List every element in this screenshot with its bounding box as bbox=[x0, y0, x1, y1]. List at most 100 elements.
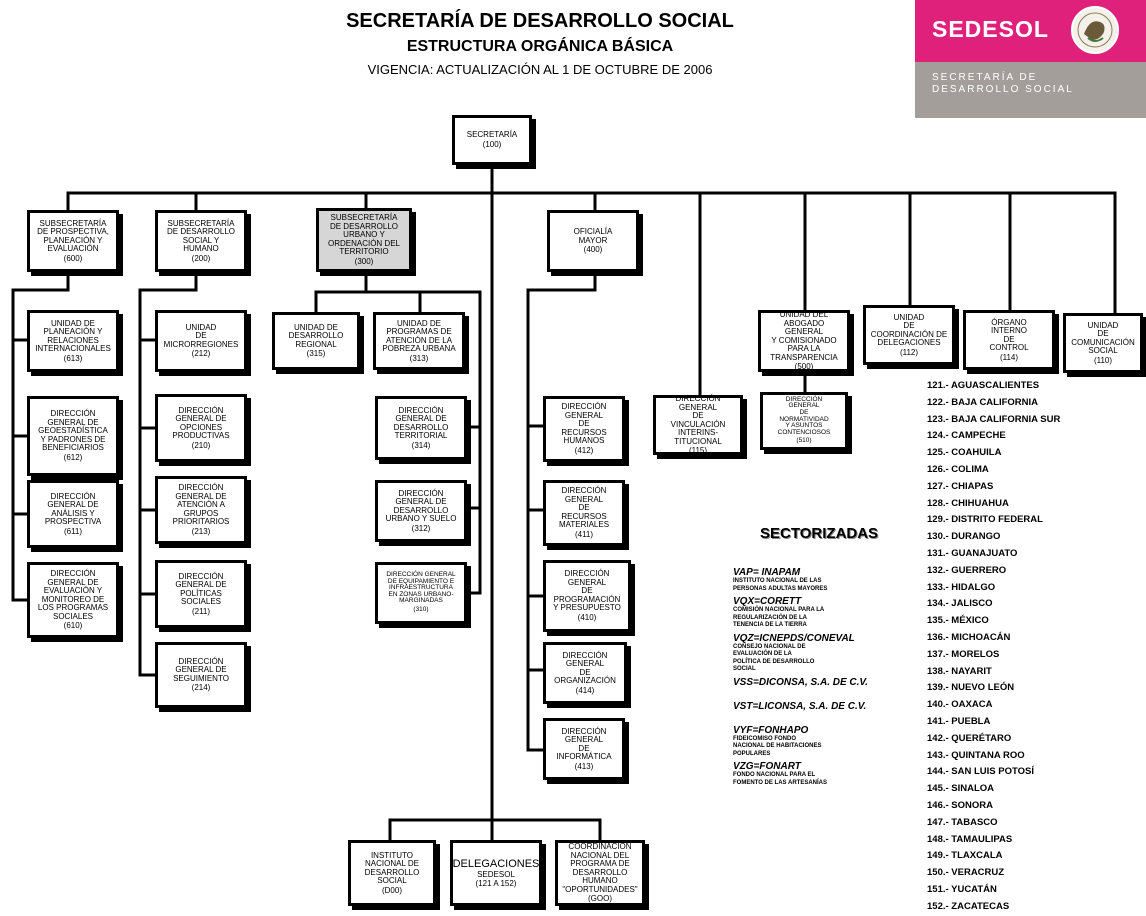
sectorizada-desc: FIDEICOMISO FONDO NACIONAL DE HABITACION… bbox=[733, 735, 822, 757]
org-box-410: DIRECCIÓN GENERAL DE PROGRAMACIÓN Y PRES… bbox=[543, 560, 631, 632]
org-box-510: DIRECCIÓN GENERAL DE NORMATIVIDAD Y ASUN… bbox=[760, 392, 848, 450]
org-box-label: DIRECCIÓN GENERAL DE GEOESTADÍSTICA Y PA… bbox=[38, 409, 108, 453]
sectorizada-desc: FONDO NACIONAL PARA EL FOMENTO DE LAS AR… bbox=[733, 772, 828, 786]
org-box-114: ÓRGANO INTERNO DE CONTROL (114) bbox=[963, 310, 1055, 370]
page-subtitle: ESTRUCTURA ORGÁNICA BÁSICA bbox=[406, 38, 674, 55]
sectorizada-abbr: VYF=FONHAPO bbox=[733, 724, 809, 736]
page-title: SECRETARÍA DE DESARROLLO SOCIAL bbox=[346, 10, 734, 32]
org-box-313: UNIDAD DE PROGRAMAS DE ATENCIÓN DE LA PO… bbox=[373, 312, 465, 370]
org-box-label: OFICIALÍA MAYOR bbox=[573, 227, 613, 245]
org-box-code: (313) bbox=[409, 353, 429, 363]
sectorizada-desc: CONSEJO NACIONAL DE EVALUACIÓN DE LA POL… bbox=[733, 643, 815, 673]
org-box-label: DIRECCIÓN GENERAL DE ANÁLISIS Y PROSPECT… bbox=[44, 491, 102, 526]
state-item: 127.- CHIAPAS bbox=[927, 480, 994, 492]
org-box-code: (613) bbox=[63, 353, 83, 363]
org-box-412: DIRECCIÓN GENERAL DE RECURSOS HUMANOS (4… bbox=[543, 396, 625, 462]
org-box-code: (600) bbox=[63, 253, 83, 263]
org-box-213: DIRECCIÓN GENERAL DE ATENCIÓN A GRUPOS P… bbox=[155, 476, 247, 544]
org-box-400: OFICIALÍA MAYOR (400) bbox=[547, 210, 639, 272]
org-box-code: (D00) bbox=[381, 885, 402, 895]
state-item: 124.- CAMPECHE bbox=[927, 430, 1006, 442]
org-box-label: UNIDAD DE DESARROLLO REGIONAL bbox=[288, 322, 344, 349]
state-item: 128.- CHIHUAHUA bbox=[927, 497, 1009, 509]
logo-brand-text: SEDESOL bbox=[932, 16, 1049, 42]
sectorizada-abbr: VSS=DICONSA, S.A. DE C.V. bbox=[733, 676, 868, 688]
org-box-label: DIRECCIÓN GENERAL DE RECURSOS MATERIALES bbox=[558, 486, 610, 530]
org-box-label: DIRECCIÓN GENERAL DE ATENCIÓN A GRUPOS P… bbox=[172, 483, 230, 527]
org-box-label: DIRECCIÓN GENERAL DE NORMATIVIDAD Y ASUN… bbox=[777, 395, 831, 436]
sectorizada-abbr: VQZ=ICNEPDS/CONEVAL bbox=[733, 632, 855, 644]
state-item: 132.- GUERRERO bbox=[927, 564, 1007, 576]
org-box-code: (410) bbox=[577, 612, 597, 622]
org-box-code: (310) bbox=[413, 605, 429, 613]
state-item: 148.- TAMAULIPAS bbox=[927, 833, 1013, 845]
sectorizada-abbr: VST=LICONSA, S.A. DE C.V. bbox=[733, 700, 867, 712]
state-item: 130.- DURANGO bbox=[927, 531, 1001, 543]
mexican-coat-of-arms-icon bbox=[1071, 6, 1119, 54]
org-box-210: DIRECCIÓN GENERAL DE OPCIONES PRODUCTIVA… bbox=[155, 394, 247, 462]
org-box-214: DIRECCIÓN GENERAL DE SEGUIMIENTO (214) bbox=[155, 642, 247, 708]
org-box-300: SUBSECRETARÍA DE DESARROLLO URBANO Y ORD… bbox=[316, 208, 412, 272]
state-item: 134.- JALISCO bbox=[927, 598, 993, 610]
org-box-label: SUBSECRETARÍA DE DESARROLLO URBANO Y ORD… bbox=[327, 213, 400, 257]
state-item: 140.- OAXACA bbox=[927, 699, 993, 711]
org-box-code: (314) bbox=[411, 440, 431, 450]
org-box-delegaciones: DELEGACIONES SEDESOL (121 A 152) bbox=[450, 840, 542, 906]
org-box-code: (315) bbox=[306, 349, 326, 359]
org-box-code: (115) bbox=[688, 446, 708, 455]
org-box-label: DIRECCIÓN GENERAL DE RECURSOS HUMANOS bbox=[561, 402, 607, 446]
validity-note: VIGENCIA: ACTUALIZACIÓN AL 1 DE OCTUBRE … bbox=[367, 62, 713, 77]
state-item: 152.- ZACATECAS bbox=[927, 900, 1010, 912]
state-item: 141.- PUEBLA bbox=[927, 715, 991, 727]
org-box-411: DIRECCIÓN GENERAL DE RECURSOS MATERIALES… bbox=[543, 480, 625, 546]
org-box-212: UNIDAD DE MICRORREGIONES (212) bbox=[155, 310, 247, 372]
org-box-label: UNIDAD DEL ABOGADO GENERAL Y COMISIONADO… bbox=[770, 310, 838, 362]
state-item: 142.- QUERÉTARO bbox=[927, 732, 1012, 744]
org-box-label: DIRECCIÓN GENERAL DE SEGUIMIENTO bbox=[173, 656, 229, 683]
org-box-label: SUBSECRETARÍA DE PROSPECTIVA, PLANEACIÓN… bbox=[37, 218, 109, 253]
sectorizada-item: VST=LICONSA, S.A. DE C.V. bbox=[733, 701, 913, 712]
state-item: 139.- NUEVO LEÓN bbox=[927, 682, 1015, 694]
org-box-211: DIRECCIÓN GENERAL DE POLÍTICAS SOCIALES … bbox=[155, 560, 247, 628]
org-box-g00: COORDINACIÓN NACIONAL DEL PROGRAMA DE DE… bbox=[555, 840, 645, 906]
org-box-code: SEDESOL (121 A 152) bbox=[475, 869, 517, 888]
org-box-label: DELEGACIONES bbox=[452, 857, 540, 870]
org-box-110: UNIDAD DE COMUNICACIÓN SOCIAL (110) bbox=[1063, 313, 1143, 373]
org-box-label: UNIDAD DE COORDINACIÓN DE DELEGACIONES bbox=[870, 312, 948, 347]
org-box-code: (612) bbox=[63, 452, 83, 462]
org-box-label: DIRECCIÓN GENERAL DE POLÍTICAS SOCIALES bbox=[175, 571, 227, 606]
sectorizadas-list: VAP= INAPAM INSTITUTO NACIONAL DE LAS PE… bbox=[733, 567, 913, 790]
org-box-code: (312) bbox=[411, 523, 431, 533]
org-box-label: UNIDAD DE MICRORREGIONES bbox=[163, 322, 239, 349]
org-box-612: DIRECCIÓN GENERAL DE GEOESTADÍSTICA Y PA… bbox=[27, 396, 119, 476]
org-box-code: (413) bbox=[574, 761, 594, 771]
org-box-label: ÓRGANO INTERNO DE CONTROL bbox=[989, 317, 1029, 352]
org-box-115: DIRECCIÓN GENERAL DE VINCULACIÓN INTERIN… bbox=[653, 394, 743, 455]
org-box-d00: INSTITUTO NACIONAL DE DESARROLLO SOCIAL … bbox=[348, 840, 436, 906]
org-box-code: (400) bbox=[583, 245, 603, 254]
sectorizada-desc: COMISIÓN NACIONAL PARA LA REGULARIZACIÓN… bbox=[733, 607, 825, 628]
org-box-label: DIRECCIÓN GENERAL DE ORGANIZACIÓN bbox=[554, 650, 616, 685]
state-item: 149.- TLAXCALA bbox=[927, 850, 1003, 862]
org-box-code: (112) bbox=[899, 347, 919, 357]
org-box-611: DIRECCIÓN GENERAL DE ANÁLISIS Y PROSPECT… bbox=[27, 480, 119, 548]
sectorizada-item: VZG=FONART FONDO NACIONAL PARA EL FOMENT… bbox=[733, 761, 913, 787]
org-box-code: (211) bbox=[191, 606, 211, 616]
state-item: 129.- DISTRITO FEDERAL bbox=[927, 514, 1043, 526]
state-item: 125.- COAHUILA bbox=[927, 447, 1002, 459]
state-item: 138.- NAYARIT bbox=[927, 665, 992, 677]
org-box-secretaria: SECRETARÍA (100) bbox=[452, 115, 532, 165]
org-box-code: (213) bbox=[191, 526, 211, 536]
org-box-600: SUBSECRETARÍA DE PROSPECTIVA, PLANEACIÓN… bbox=[27, 210, 119, 272]
org-box-label: DIRECCIÓN GENERAL DE EVALUACIÓN Y MONITO… bbox=[37, 569, 109, 621]
state-item: 143.- QUINTANA ROO bbox=[927, 749, 1025, 761]
org-box-code: (510) bbox=[796, 437, 812, 445]
sectorizada-abbr: VAP= INAPAM bbox=[733, 567, 801, 578]
state-item: 145.- SINALOA bbox=[927, 783, 995, 795]
org-box-label: INSTITUTO NACIONAL DE DESARROLLO SOCIAL bbox=[364, 850, 420, 885]
org-box-label: DIRECCIÓN GENERAL DE OPCIONES PRODUCTIVA… bbox=[172, 405, 230, 440]
state-item: 151.- YUCATÁN bbox=[927, 883, 997, 895]
state-item: 122.- BAJA CALIFORNIA bbox=[927, 396, 1039, 408]
